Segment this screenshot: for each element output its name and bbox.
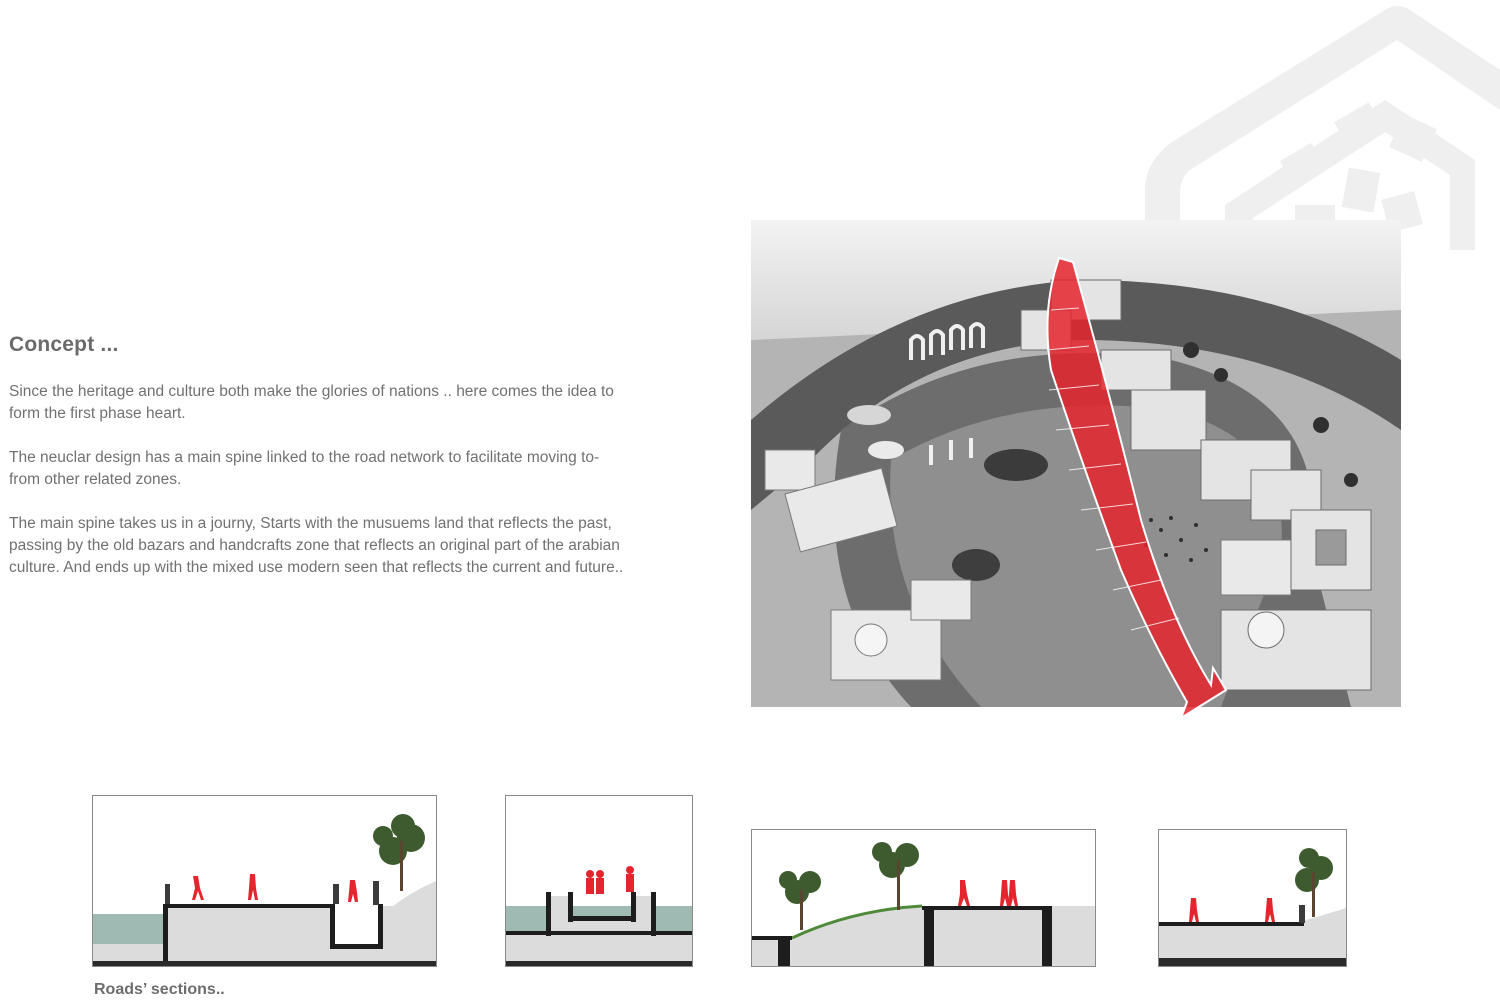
aerial-masterplan-render — [751, 220, 1401, 721]
road-section-3 — [751, 829, 1096, 967]
concept-paragraph-spine: The neuclar design has a main spine link… — [9, 449, 600, 488]
road-section-2 — [505, 795, 693, 967]
concept-title: Concept ... — [9, 333, 119, 356]
red-spine-arrow-icon — [1046, 256, 1228, 721]
arabic-pattern-watermark-icon — [1145, 6, 1500, 250]
road-section-4 — [1158, 829, 1347, 967]
concept-paragraph-journey: The main spine takes us in a journy, Sta… — [9, 515, 624, 576]
road-section-1 — [92, 795, 437, 967]
concept-paragraph-heritage: Since the heritage and culture both make… — [9, 383, 614, 422]
roads-sections-caption: Roads’ sections.. — [94, 981, 225, 998]
